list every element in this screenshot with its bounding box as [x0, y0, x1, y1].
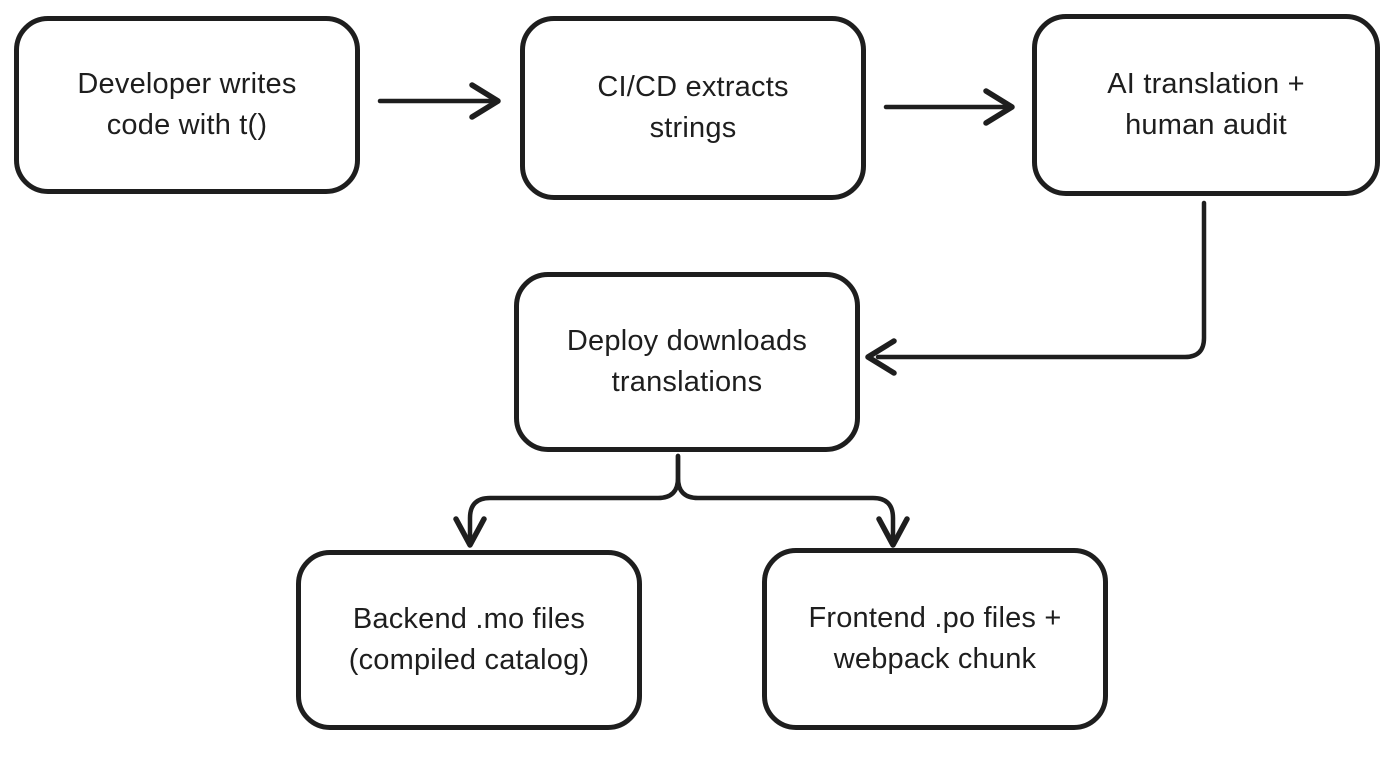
- node-developer-writes-code: Developer writes code with t(): [14, 16, 360, 194]
- node-ai-translation-human-audit: AI translation + human audit: [1032, 14, 1380, 196]
- node-cicd-extracts-strings: CI/CD extracts strings: [520, 16, 866, 200]
- node-label-line: translations: [611, 366, 763, 398]
- node-label: CI/CD extracts strings: [597, 67, 788, 149]
- node-label: AI translation + human audit: [1107, 64, 1304, 146]
- node-label-line: Backend .mo files: [352, 602, 586, 635]
- node-label-line: Deploy downloads: [566, 324, 808, 357]
- node-label: Deploy downloads translations: [567, 321, 807, 403]
- edge-developer-to-cicd-arrow: [377, 82, 501, 120]
- node-label: Frontend .po files + webpack chunk: [808, 598, 1061, 680]
- node-label: Backend .mo files (compiled catalog): [349, 599, 590, 681]
- node-label-line: Developer writes: [77, 67, 297, 100]
- node-label-line: Frontend .po files +: [808, 601, 1062, 634]
- node-label: Developer writes code with t(): [77, 64, 296, 146]
- node-backend-mo-files: Backend .mo files (compiled catalog): [296, 550, 642, 730]
- node-label-line: (compiled catalog): [348, 644, 590, 676]
- edge-ai-to-deploy-arrow: [865, 200, 1207, 376]
- node-label-line: strings: [649, 112, 737, 144]
- edge-cicd-to-ai-arrow: [883, 88, 1015, 126]
- node-label-line: AI translation +: [1107, 67, 1305, 100]
- node-deploy-downloads-translations: Deploy downloads translations: [514, 272, 860, 452]
- node-frontend-po-files: Frontend .po files + webpack chunk: [762, 548, 1108, 730]
- node-label-line: human audit: [1125, 109, 1287, 141]
- node-label-line: webpack chunk: [833, 643, 1037, 675]
- edge-deploy-to-backend-arrow: [453, 453, 681, 548]
- node-label-line: code with t(): [106, 109, 268, 141]
- edge-deploy-to-frontend-arrow: [675, 453, 910, 548]
- node-label-line: CI/CD extracts: [597, 70, 789, 103]
